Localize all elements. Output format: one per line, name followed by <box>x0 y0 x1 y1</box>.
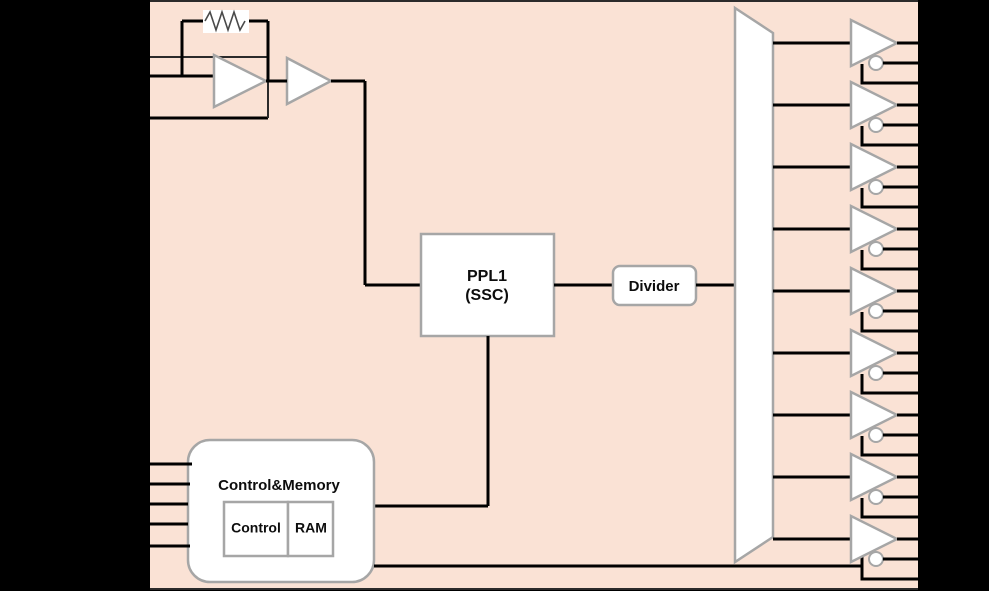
feedback-resistor <box>203 9 249 33</box>
differential-output-buffer[interactable] <box>773 79 918 147</box>
buffer-triangle <box>849 451 900 503</box>
fanout-buffer-trapezoid[interactable] <box>733 5 775 565</box>
buffer-ground-return-wire <box>860 498 918 519</box>
differential-output-buffer[interactable] <box>773 389 918 457</box>
buffer-ground-return-wire <box>860 250 918 271</box>
buffer-inverting-bubble <box>868 117 884 133</box>
crystal-oscillator-amplifier <box>212 52 269 110</box>
differential-output-buffer[interactable] <box>773 513 918 581</box>
differential-output-buffer[interactable] <box>773 327 918 395</box>
crystal-feedback-network <box>180 19 270 81</box>
control-memory-block[interactable]: Control&Memory Control RAM <box>186 438 376 584</box>
input-pin-group-bottom <box>150 462 192 548</box>
buffer-inverting-bubble <box>868 427 884 443</box>
buffer-triangle <box>849 265 900 317</box>
buffer-triangle <box>849 513 900 565</box>
buffer-ground-return-wire <box>860 64 918 85</box>
differential-output-buffer[interactable] <box>773 451 918 519</box>
buffer-inverting-bubble <box>868 55 884 71</box>
differential-output-buffer[interactable] <box>773 17 918 85</box>
buffer-ground-return-wire <box>860 312 918 333</box>
buffer-ground-return-wire <box>860 560 918 581</box>
buffer-inverting-bubble <box>868 179 884 195</box>
buffer-ground-return-wire <box>860 436 918 457</box>
buffer-triangle <box>849 79 900 131</box>
pll-block-label-line1: PPL1 <box>467 268 507 285</box>
buffer-inverting-bubble <box>868 489 884 505</box>
buffer-triangle <box>849 327 900 379</box>
differential-output-buffer[interactable] <box>773 265 918 333</box>
buffer-ground-return-wire <box>860 126 918 147</box>
buffer-triangle <box>849 203 900 255</box>
buffer-triangle <box>849 141 900 193</box>
output-buffer-layer <box>773 17 918 581</box>
pll-block[interactable]: PPL1 (SSC) <box>419 232 556 338</box>
ram-sub-block[interactable]: RAM <box>286 500 335 558</box>
divider-block[interactable]: Divider <box>611 264 698 307</box>
buffer-inverting-bubble <box>868 365 884 381</box>
ram-sub-block-label: RAM <box>295 520 327 536</box>
buffer-triangle <box>849 17 900 69</box>
control-sub-block-label: Control <box>231 520 281 536</box>
oscillator-output-wire <box>266 79 421 287</box>
pll-to-control-wire <box>374 336 490 508</box>
differential-output-buffer[interactable] <box>773 141 918 209</box>
buffer-inverting-bubble <box>868 241 884 257</box>
buffer-inverting-bubble <box>868 551 884 567</box>
buffer-ground-return-wire <box>860 374 918 395</box>
buffer-triangle <box>849 389 900 441</box>
control-sub-block[interactable]: Control <box>222 500 290 558</box>
pll-block-label-line2: (SSC) <box>465 287 509 304</box>
divider-block-label: Divider <box>629 278 680 295</box>
control-memory-label: Control&Memory <box>218 477 340 494</box>
buffer-inverting-bubble <box>868 303 884 319</box>
differential-output-buffer[interactable] <box>773 203 918 271</box>
buffer-ground-return-wire <box>860 188 918 209</box>
